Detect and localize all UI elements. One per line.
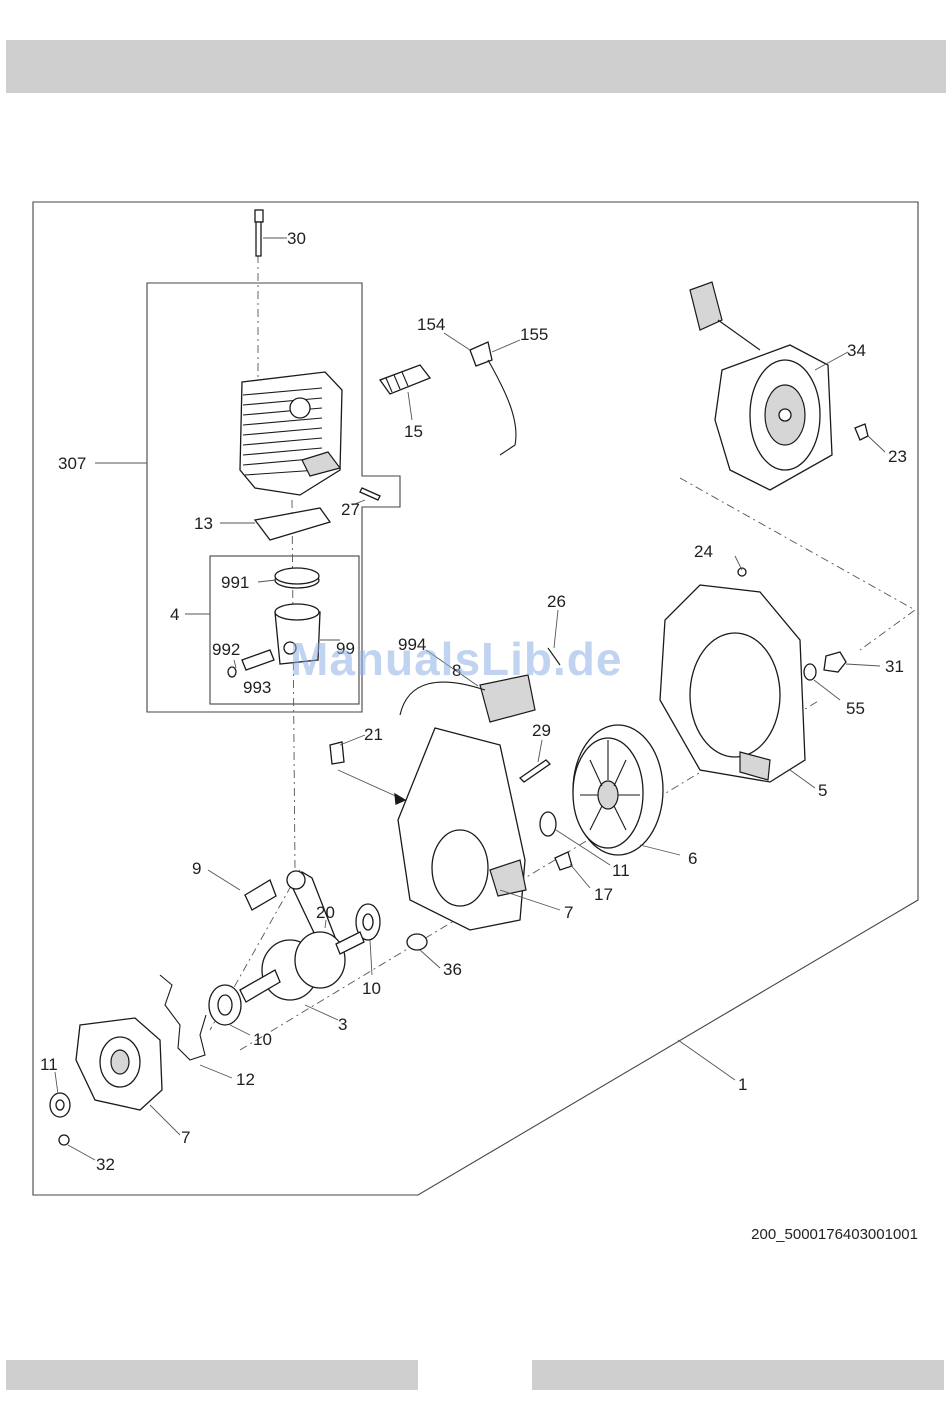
callout-30: 30 bbox=[287, 229, 306, 248]
plug-cap bbox=[470, 342, 516, 455]
callout-9: 9 bbox=[192, 859, 201, 878]
callout-5: 5 bbox=[818, 781, 827, 800]
callout-12: 12 bbox=[236, 1070, 255, 1089]
callout-7b: 7 bbox=[181, 1128, 190, 1147]
callout-11b: 11 bbox=[40, 1055, 58, 1074]
footer-bar-right bbox=[532, 1360, 944, 1390]
callout-13: 13 bbox=[194, 514, 213, 533]
crankcase-right bbox=[398, 728, 526, 930]
callout-26: 26 bbox=[547, 592, 566, 611]
callout-55: 55 bbox=[846, 699, 865, 718]
callout-31: 31 bbox=[885, 657, 904, 676]
callout-307: 307 bbox=[58, 454, 86, 473]
watermark: ManualsLib.de bbox=[290, 632, 622, 686]
callout-21: 21 bbox=[364, 725, 383, 744]
callout-27: 27 bbox=[341, 500, 360, 519]
callout-10b: 10 bbox=[253, 1030, 272, 1049]
callout-993: 993 bbox=[243, 678, 271, 697]
footer-bar-left bbox=[6, 1360, 418, 1390]
callout-20: 20 bbox=[316, 903, 335, 922]
callout-992: 992 bbox=[212, 640, 240, 659]
callout-154: 154 bbox=[417, 315, 445, 334]
callout-7a: 7 bbox=[564, 903, 573, 922]
crankcase-left bbox=[76, 1018, 162, 1110]
callout-991: 991 bbox=[221, 573, 249, 592]
bolt-30 bbox=[255, 210, 263, 256]
callout-34: 34 bbox=[847, 341, 866, 360]
spark-plug bbox=[380, 365, 430, 394]
callout-29: 29 bbox=[532, 721, 551, 740]
cylinder bbox=[240, 372, 342, 495]
callout-10a: 10 bbox=[362, 979, 381, 998]
callout-11a: 11 bbox=[612, 861, 630, 880]
drawing-code: 200_5000176403001001 bbox=[751, 1226, 918, 1243]
callout-32: 32 bbox=[96, 1155, 115, 1174]
callout-17: 17 bbox=[594, 885, 613, 904]
callout-4: 4 bbox=[170, 605, 179, 624]
callout-3: 3 bbox=[338, 1015, 347, 1034]
recoil-starter bbox=[690, 282, 832, 490]
callout-24: 24 bbox=[694, 542, 713, 561]
callout-6: 6 bbox=[688, 849, 697, 868]
callout-15: 15 bbox=[404, 422, 423, 441]
callout-36: 36 bbox=[443, 960, 462, 979]
flywheel bbox=[573, 725, 663, 855]
callout-23: 23 bbox=[888, 447, 907, 466]
callout-155: 155 bbox=[520, 325, 548, 344]
fan-housing bbox=[660, 585, 805, 782]
callout-1: 1 bbox=[738, 1075, 747, 1094]
